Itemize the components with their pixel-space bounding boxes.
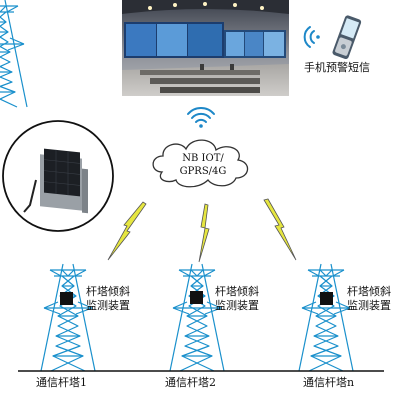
monitoring-device-photo <box>2 120 114 232</box>
phone-wifi-icon <box>303 26 320 48</box>
device-label-line-1: 杆塔倾斜 <box>347 285 391 298</box>
tower-name-2: 通信杆塔2 <box>165 376 216 389</box>
monitoring-device <box>60 292 73 305</box>
lightning-bolt-icon <box>198 203 210 263</box>
device-label-line-2: 监测装置 <box>215 299 259 312</box>
phone-icon <box>332 15 362 60</box>
device-label-line-2: 监测装置 <box>86 299 130 312</box>
cloud-icon <box>152 139 249 188</box>
network-line-2: GPRS/4G <box>179 166 227 177</box>
tower-1 <box>40 263 96 372</box>
device-label-line-1: 杆塔倾斜 <box>86 285 130 298</box>
device-label-line-2: 监测装置 <box>347 299 391 312</box>
tower-2 <box>169 263 225 372</box>
network-label: NB IOT/ GPRS/4G <box>160 152 246 178</box>
monitoring-device <box>320 292 333 305</box>
device-label-line-1: 杆塔倾斜 <box>215 285 259 298</box>
network-line-1: NB IOT/ <box>182 153 224 164</box>
lattice-tower-icon <box>0 0 28 108</box>
lightning-bolt-icon <box>107 201 147 261</box>
tower-3 <box>298 263 354 372</box>
lightning-bolt-icon <box>263 198 297 261</box>
tower-name-1: 通信杆塔1 <box>36 376 87 389</box>
device-label-1: 杆塔倾斜 监测装置 <box>86 285 130 313</box>
tower-name-3: 通信杆塔n <box>303 376 355 389</box>
device-label-3: 杆塔倾斜 监测装置 <box>347 285 391 313</box>
monitoring-device <box>190 291 203 304</box>
wifi-icon <box>187 107 215 128</box>
control-room-photo <box>122 0 289 96</box>
device-label-2: 杆塔倾斜 监测装置 <box>215 285 259 313</box>
sms-alert-label: 手机预警短信 <box>304 61 370 74</box>
